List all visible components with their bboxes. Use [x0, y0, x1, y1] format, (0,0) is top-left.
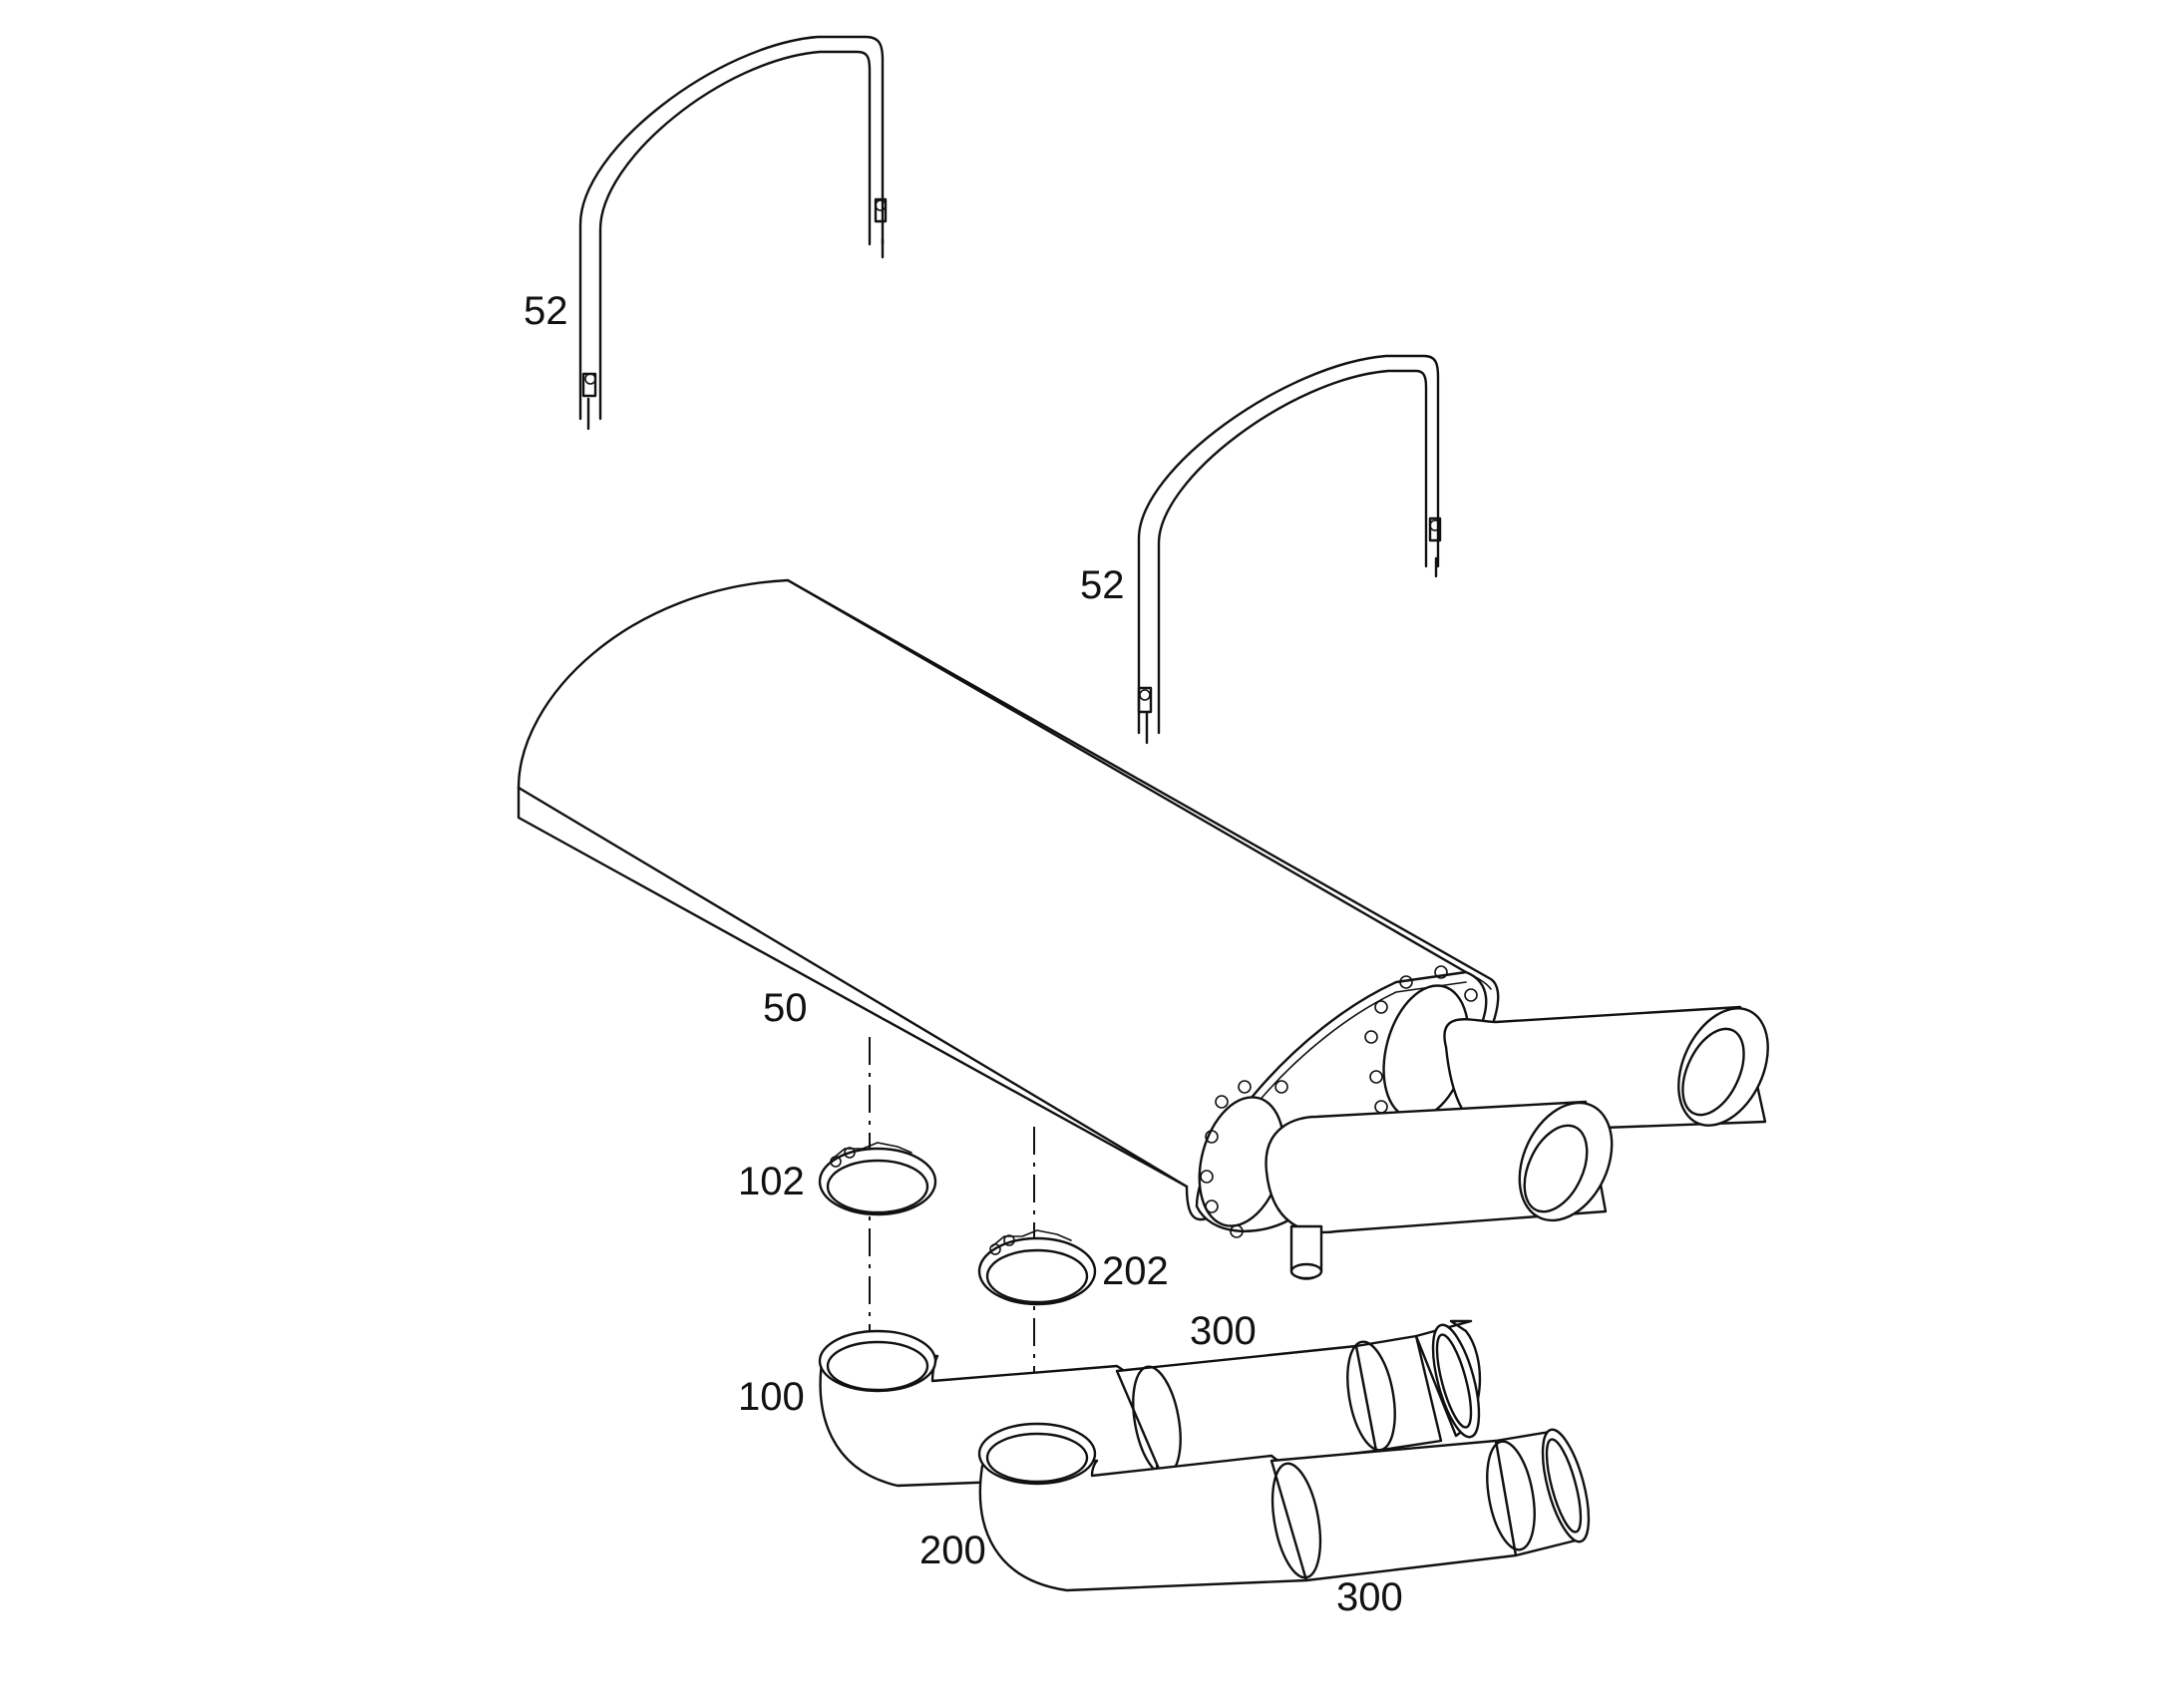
flange-bolts-rear: [1364, 965, 1478, 1114]
mounting-strap-lower: [1137, 354, 1442, 745]
callout-clamp-left: 102: [738, 1160, 805, 1203]
callout-muffler: 50: [763, 986, 808, 1030]
mounting-strap-upper: [578, 35, 888, 431]
callout-clamp-right: 202: [1102, 1249, 1169, 1293]
clamp-202: [977, 1229, 1097, 1306]
callout-pipe-upper: 300: [1190, 1309, 1257, 1353]
clamp-102: [818, 1142, 937, 1216]
flange-bolts-front: [1200, 1080, 1288, 1238]
callout-labels: 52 52 50 102 202 100 200 300 300: [524, 289, 1403, 1619]
elbow-pipe-lower: [977, 1422, 1591, 1592]
callout-strap-lower: 52: [1080, 563, 1125, 607]
callout-strap-upper: 52: [524, 289, 568, 333]
callout-elbow-right: 200: [919, 1529, 986, 1572]
callout-elbow-left: 100: [738, 1375, 805, 1419]
callout-pipe-lower: 300: [1336, 1575, 1403, 1619]
tailpipe-outlets: [1198, 965, 1769, 1280]
